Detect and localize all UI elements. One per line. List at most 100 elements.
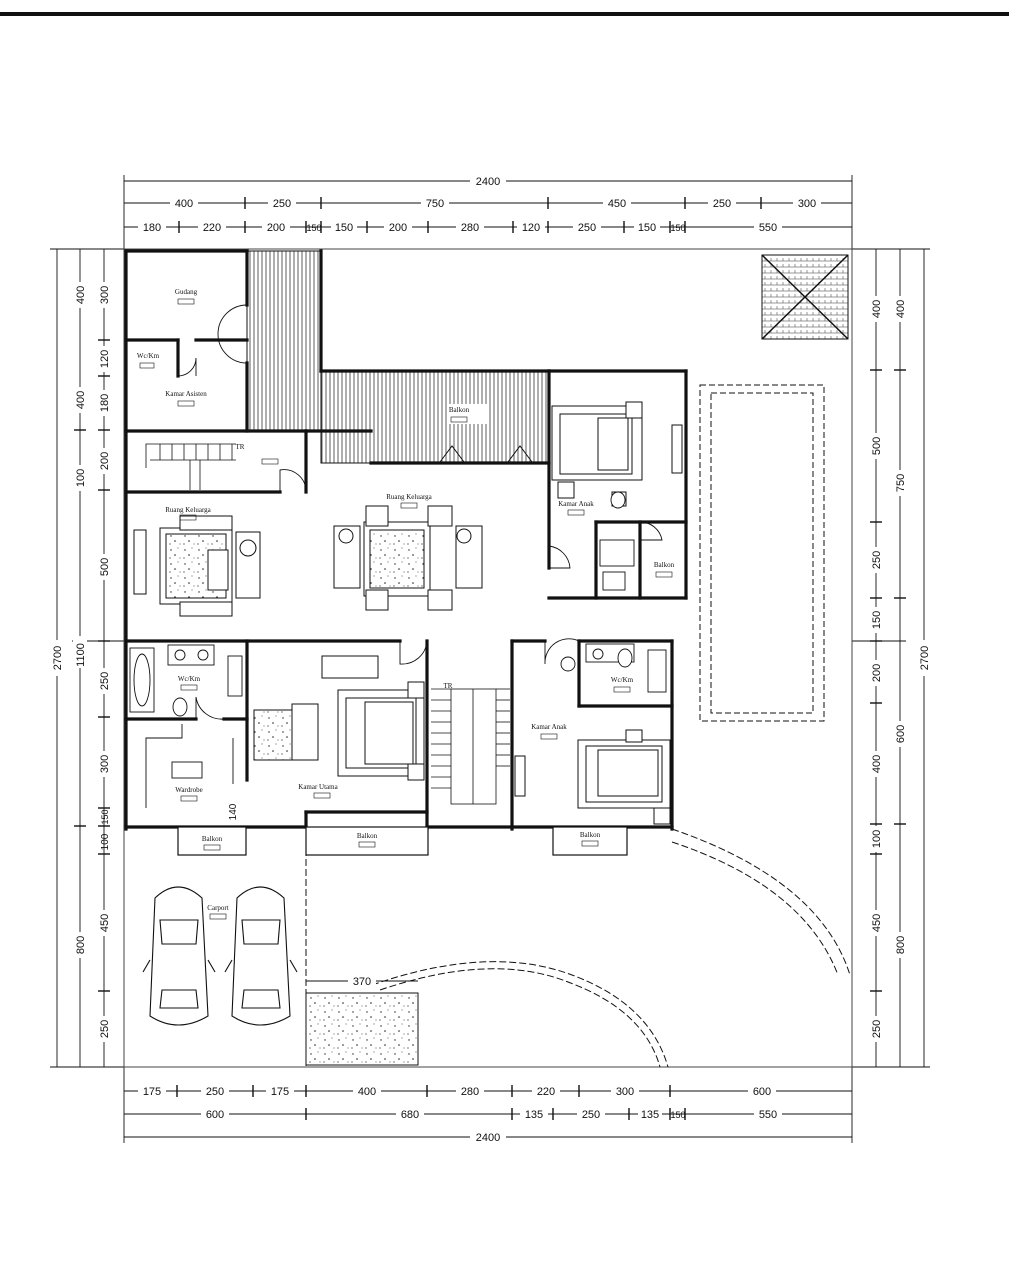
dim-overall-depth-right: 2700 <box>919 646 931 670</box>
dim-140: 140 <box>228 803 239 820</box>
dim-left-inner: 500 <box>99 558 111 576</box>
dim-right-mid: 750 <box>895 474 907 492</box>
dim-bottom-2: 250 <box>582 1109 600 1121</box>
dim-top-2: 120 <box>522 222 540 234</box>
label-balkon-bc: Balkon <box>357 832 378 840</box>
dim-bottom-1: 400 <box>358 1086 376 1098</box>
dim-right-inner: 400 <box>871 300 883 318</box>
dim-left-mid: 400 <box>75 286 87 304</box>
dim-370: 370 <box>353 976 371 988</box>
dim-right-mid: 800 <box>895 936 907 954</box>
dim-top-2: 150 <box>306 223 321 233</box>
sofa-set-center <box>333 505 483 611</box>
wardrobe-fixture <box>145 724 234 808</box>
dim-top-2: 180 <box>143 222 161 234</box>
dim-top-1: 300 <box>798 198 816 210</box>
label-balkon-top: Balkon <box>449 406 470 414</box>
dim-right-inner: 200 <box>871 664 883 682</box>
dim-left-inner: 100 <box>100 833 111 850</box>
dim-top-1: 400 <box>175 198 193 210</box>
dim-bottom-1: 280 <box>461 1086 479 1098</box>
dim-left-inner: 150 <box>100 809 110 824</box>
dim-left-mid: 400 <box>75 391 87 409</box>
label-kamar-anak-bottom: Kamar Anak <box>531 723 567 731</box>
dim-left-inner: 250 <box>99 672 111 690</box>
main-stairs <box>431 688 510 805</box>
dim-left-mid: 100 <box>75 469 87 487</box>
dim-right-inner: 500 <box>871 437 883 455</box>
label-balkon-br: Balkon <box>580 831 601 839</box>
dim-top-2: 220 <box>203 222 221 234</box>
label-gudang: Gudang <box>175 288 198 296</box>
label-tr-top: TR <box>236 443 245 451</box>
label-tr-stair: TR <box>444 682 453 690</box>
bed-kamar-anak-top <box>551 401 683 507</box>
bed-kamar-utama <box>253 655 425 781</box>
label-ruang-keluarga-center: Ruang Keluarga <box>386 493 432 501</box>
dim-left-inner: 300 <box>99 286 111 304</box>
dimension-ticks <box>74 197 906 1120</box>
bed-kamar-anak-bottom <box>514 729 671 825</box>
dim-right-inner: 100 <box>871 830 883 848</box>
dim-top-2: 280 <box>461 222 479 234</box>
left-dims: 2700 1100 800 400 400 100 300 120 180 20… <box>50 282 111 1042</box>
roof-tile <box>761 254 849 340</box>
dim-top-2: 250 <box>578 222 596 234</box>
dim-right-mid: 400 <box>895 300 907 318</box>
dim-right-inner: 400 <box>871 755 883 773</box>
label-kamar-utama: Kamar Utama <box>298 783 338 791</box>
label-balkon-right: Balkon <box>654 561 675 569</box>
dim-bottom-1: 600 <box>753 1086 771 1098</box>
dim-overall-width-top: 2400 <box>476 176 500 188</box>
label-balkon-bl: Balkon <box>202 835 223 843</box>
dim-left-inner: 250 <box>99 1020 111 1038</box>
balconies <box>177 826 628 856</box>
dim-bottom-1: 250 <box>206 1086 224 1098</box>
dim-bottom-2: 550 <box>759 1109 777 1121</box>
dim-overall-width-bottom: 2400 <box>476 1132 500 1144</box>
dim-bottom-2: 150 <box>670 1110 685 1120</box>
right-dims: 400 500 250 150 200 400 100 450 250 400 … <box>869 296 931 1042</box>
dim-bottom-1: 220 <box>537 1086 555 1098</box>
dim-top-1: 250 <box>273 198 291 210</box>
dim-top-2: 150 <box>670 223 685 233</box>
dim-left-outer: 1100 <box>75 643 87 667</box>
dim-right-inner: 250 <box>871 551 883 569</box>
dim-bottom-1: 175 <box>143 1086 161 1098</box>
label-wckm-right: Wc/Km <box>611 676 634 684</box>
dim-bottom-1: 175 <box>271 1086 289 1098</box>
hatched-terrace <box>246 250 550 464</box>
stairs-top <box>145 443 236 490</box>
room-labels: Gudang Wc/Km Kamar Asisten TR Balkon Rua… <box>137 288 675 920</box>
dim-right-inner: 150 <box>871 611 883 629</box>
sofa-set-left <box>133 515 261 617</box>
dim-left-inner: 120 <box>99 350 111 368</box>
label-carport: Carport <box>207 904 228 912</box>
dim-left-inner: 180 <box>99 394 111 412</box>
dim-top-2: 550 <box>759 222 777 234</box>
dim-right-inner: 250 <box>871 1020 883 1038</box>
dim-left-outer: 800 <box>75 936 87 954</box>
label-kamar-asisten: Kamar Asisten <box>165 390 207 398</box>
car-right <box>224 886 298 1026</box>
dim-top-1: 750 <box>426 198 444 210</box>
dim-left-inner: 450 <box>99 914 111 932</box>
label-ruang-keluarga-left: Ruang Keluarga <box>165 506 211 514</box>
driveway-arcs <box>305 828 851 1068</box>
label-kamar-anak-top: Kamar Anak <box>558 500 594 508</box>
garden-patch <box>305 992 419 1066</box>
dim-top-2: 200 <box>267 222 285 234</box>
dim-top-2: 200 <box>389 222 407 234</box>
site-boundary <box>123 248 853 1068</box>
dim-right-inner: 450 <box>871 914 883 932</box>
dimension-texts: 2400 400 250 750 450 250 300 180 220 200… <box>50 174 931 1144</box>
dim-bottom-2: 680 <box>401 1109 419 1121</box>
dim-top-2: 150 <box>638 222 656 234</box>
dim-top-1: 250 <box>713 198 731 210</box>
dim-left-inner: 200 <box>99 452 111 470</box>
top-border <box>0 12 1009 16</box>
bathroom-fixtures <box>129 491 667 717</box>
label-wckm-asisten: Wc/Km <box>137 352 160 360</box>
dim-bottom-2: 135 <box>641 1109 659 1121</box>
